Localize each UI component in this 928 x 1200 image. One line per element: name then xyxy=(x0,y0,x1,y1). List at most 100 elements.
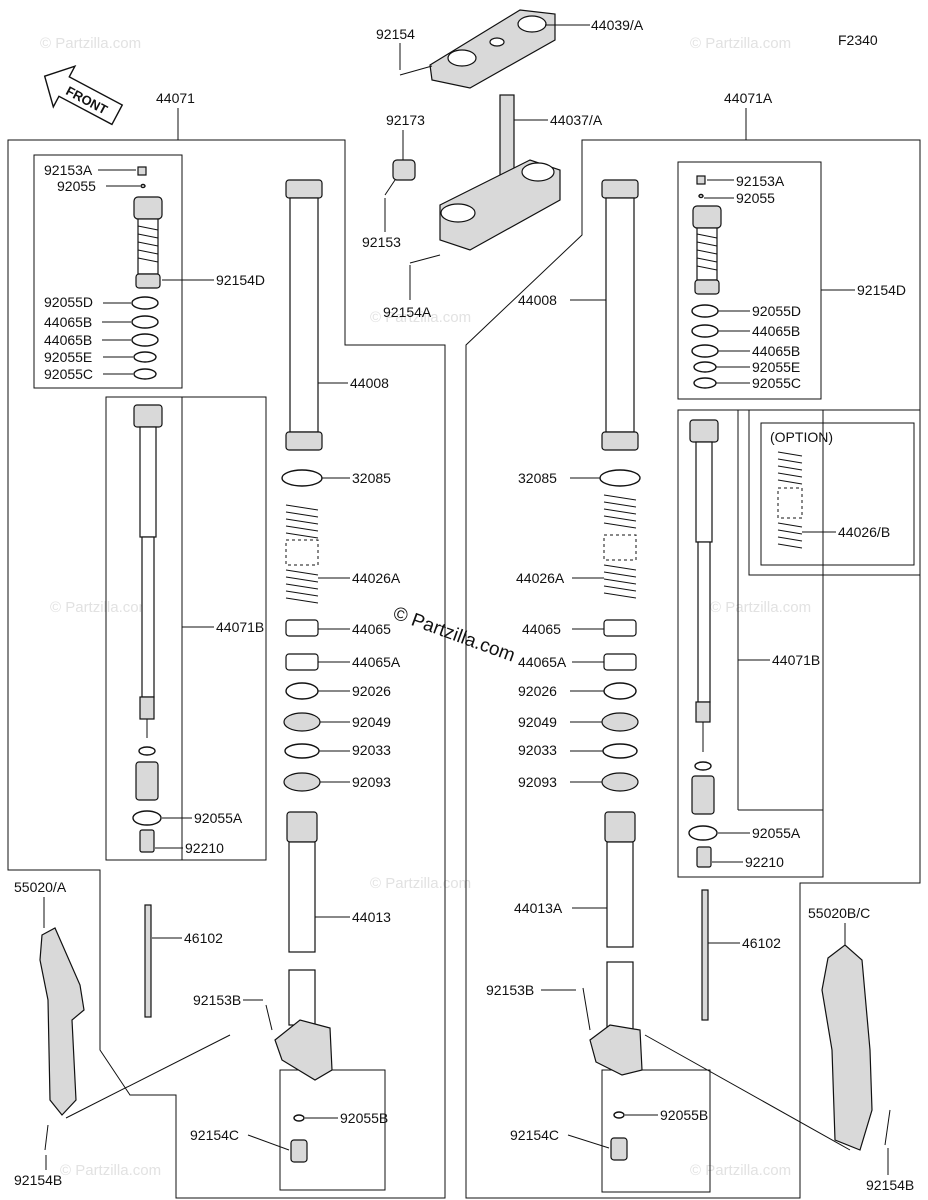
label-44026a-left: 44026A xyxy=(352,570,401,586)
label-92154d-right: 92154D xyxy=(857,282,906,298)
label-44065b2-left: 44065B xyxy=(44,332,92,348)
label-92055b-right: 92055B xyxy=(660,1107,708,1123)
label-92055b-left: 92055B xyxy=(340,1110,388,1126)
label-92210-right: 92210 xyxy=(745,854,784,870)
label-44026a-right: 44026A xyxy=(516,570,565,586)
label-44037a: 44037/A xyxy=(550,112,603,128)
left-seal-92093 xyxy=(283,772,321,792)
upper-clamp-part xyxy=(429,9,556,89)
label-92153b-right: 92153B xyxy=(486,982,534,998)
right-cap-box xyxy=(677,161,822,400)
right-cap-assembly xyxy=(691,175,722,389)
label-92055d-left: 92055D xyxy=(44,294,93,310)
left-assembly-outline xyxy=(7,139,446,1199)
right-seal-92093 xyxy=(601,772,639,792)
left-bolt-92154b xyxy=(44,1124,49,1151)
right-oring-92055b xyxy=(613,1111,625,1119)
label-92154c-right: 92154C xyxy=(510,1127,559,1143)
right-guard-link-line xyxy=(644,1034,851,1151)
left-bolt-92154c xyxy=(290,1139,308,1163)
label-92153a-left: 92153A xyxy=(44,162,93,178)
left-bolt-92153b xyxy=(265,1004,273,1031)
label-44008-left: 44008 xyxy=(350,375,389,391)
right-bushing-44065 xyxy=(603,619,637,637)
bolt-92154a xyxy=(409,254,441,264)
left-bushing-44065 xyxy=(285,619,319,637)
label-44065a-left: 44065A xyxy=(352,654,401,670)
label-32085-left: 32085 xyxy=(352,470,391,486)
label-92049-right: 92049 xyxy=(518,714,557,730)
label-44065-left: 44065 xyxy=(352,621,391,637)
label-44065a-right: 44065A xyxy=(518,654,567,670)
left-oring-92055b xyxy=(293,1114,305,1122)
left-cartridge-box xyxy=(105,396,267,861)
label-44065-right: 44065 xyxy=(522,621,561,637)
label-44008-right: 44008 xyxy=(518,292,557,308)
right-bolt-92153b xyxy=(582,987,591,1031)
label-44065b2-right: 44065B xyxy=(752,343,800,359)
label-92033-left: 92033 xyxy=(352,742,391,758)
option-label: (OPTION) xyxy=(770,429,833,445)
label-92093-left: 92093 xyxy=(352,774,391,790)
label-55020a: 55020/A xyxy=(14,879,67,895)
left-bushing-44065a xyxy=(285,653,319,671)
label-92055a-right: 92055A xyxy=(752,825,801,841)
left-washer-92026 xyxy=(285,682,319,700)
watermarks: © Partzilla.com © Partzilla.com © Partzi… xyxy=(40,35,811,1179)
front-arrow-icon: FRONT xyxy=(43,65,124,126)
label-92055-left: 92055 xyxy=(57,178,96,194)
watermark: © Partzilla.com xyxy=(60,1162,161,1179)
right-seal-92049 xyxy=(601,712,639,732)
right-cartridge-part xyxy=(688,419,719,868)
label-55020bc-right: 55020B/C xyxy=(808,905,870,921)
left-inner-tube-part xyxy=(274,811,333,1081)
label-92093-right: 92093 xyxy=(518,774,557,790)
label-44071: 44071 xyxy=(156,90,195,106)
option-box xyxy=(760,422,915,566)
label-44026b-right: 44026/B xyxy=(838,524,890,540)
label-92055d-right: 92055D xyxy=(752,303,801,319)
label-44065b1-right: 44065B xyxy=(752,323,800,339)
label-92055c-left: 92055C xyxy=(44,366,93,382)
label-92026-left: 92026 xyxy=(352,683,391,699)
label-92153a-right: 92153A xyxy=(736,173,785,189)
right-bolt-92154b xyxy=(884,1109,891,1146)
left-clip-92033 xyxy=(284,743,320,759)
guard-link-line xyxy=(65,1034,231,1119)
label-92055c-right: 92055C xyxy=(752,375,801,391)
option-spring-part xyxy=(777,451,803,549)
right-bushing-44065a xyxy=(603,653,637,671)
lower-clamp-part xyxy=(439,94,561,251)
label-92154b-left: 92154B xyxy=(14,1172,62,1188)
label-92026-right: 92026 xyxy=(518,683,557,699)
right-outer-tube-part xyxy=(601,179,639,451)
left-outer-tube-part xyxy=(285,179,323,451)
left-seal-92049 xyxy=(283,712,321,732)
label-46102-left: 46102 xyxy=(184,930,223,946)
watermark: © Partzilla.com xyxy=(690,35,791,52)
label-92055a-left: 92055A xyxy=(194,810,243,826)
label-92055-right: 92055 xyxy=(736,190,775,206)
label-46102-right: 46102 xyxy=(742,935,781,951)
right-guard-part xyxy=(821,944,873,1151)
center-watermark: © Partzilla.com xyxy=(390,603,517,667)
label-44071a: 44071A xyxy=(724,90,773,106)
label-92154b-right: 92154B xyxy=(866,1177,914,1193)
left-guard-part xyxy=(39,927,85,1116)
right-bolt-92154c xyxy=(610,1137,628,1161)
label-92154c-left: 92154C xyxy=(190,1127,239,1143)
label-92049-left: 92049 xyxy=(352,714,391,730)
label-92055e-left: 92055E xyxy=(44,349,92,365)
label-44039a: 44039/A xyxy=(591,17,644,33)
label-32085-right: 32085 xyxy=(518,470,557,486)
right-bottom-box xyxy=(601,1069,711,1193)
right-inner-tube-part xyxy=(589,811,643,1076)
label-44071b-left: 44071B xyxy=(216,619,264,635)
label-92154: 92154 xyxy=(376,26,415,42)
right-washer-92026 xyxy=(603,682,637,700)
right-assembly-outline xyxy=(465,139,921,1199)
right-clip-92033 xyxy=(602,743,638,759)
label-92153b-left: 92153B xyxy=(193,992,241,1008)
label-92033-right: 92033 xyxy=(518,742,557,758)
